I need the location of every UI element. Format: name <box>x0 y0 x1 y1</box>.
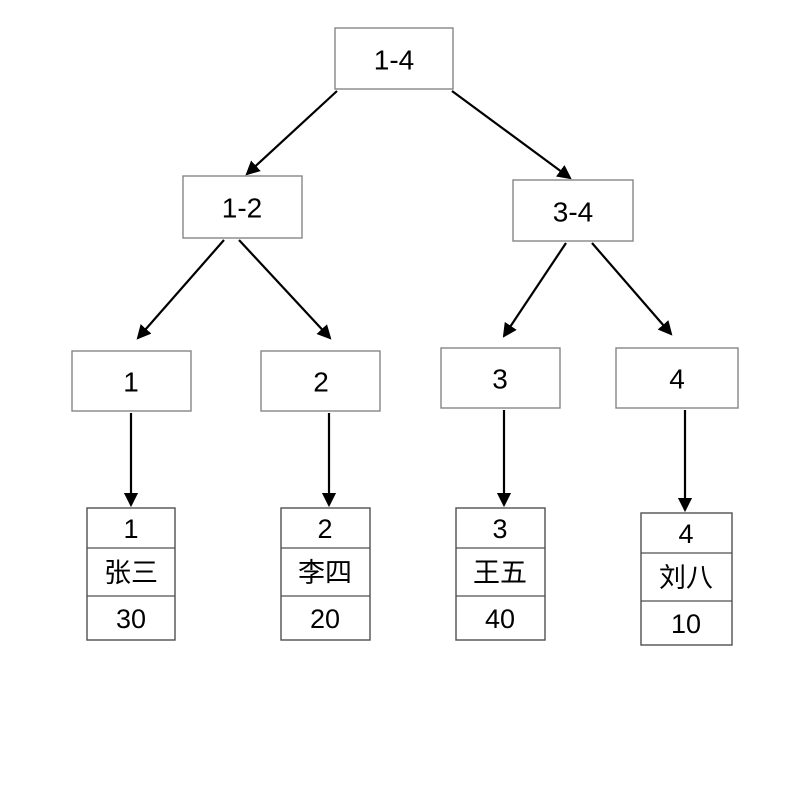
node-box <box>615 347 739 409</box>
node-box <box>440 347 561 409</box>
record-box <box>86 507 176 641</box>
node-3: 3 <box>440 347 561 409</box>
node-label: 4 <box>669 364 685 395</box>
record-name: 刘八 <box>659 563 713 593</box>
record-box <box>455 507 546 641</box>
record-id: 2 <box>317 514 332 544</box>
node-box <box>182 175 303 239</box>
record-value: 10 <box>671 609 701 639</box>
record-id: 1 <box>123 514 138 544</box>
node-box <box>71 350 192 412</box>
edge-root-to-3-4 <box>451 90 572 180</box>
record-name: 李四 <box>298 558 352 588</box>
edge-1-2-to-1 <box>136 239 225 340</box>
record-box <box>640 512 733 646</box>
edge-3-4-to-4 <box>591 242 673 336</box>
node-4: 4 <box>615 347 739 409</box>
record-3: 3 王五 40 <box>455 507 546 641</box>
node-label: 1-2 <box>222 193 262 224</box>
node-label: 1 <box>123 367 139 398</box>
node-box <box>260 350 381 412</box>
edge-root-to-1-2 <box>245 90 338 176</box>
record-id: 3 <box>492 514 507 544</box>
node-1: 1 <box>71 350 192 412</box>
record-id: 4 <box>678 519 693 549</box>
node-1-2: 1-2 <box>182 175 303 239</box>
record-value: 20 <box>310 604 340 634</box>
record-2: 2 李四 20 <box>280 507 371 641</box>
node-label: 3-4 <box>553 197 593 228</box>
record-value: 40 <box>485 604 515 634</box>
record-name: 张三 <box>104 558 158 588</box>
node-label: 1-4 <box>374 45 414 76</box>
node-label: 2 <box>313 367 329 398</box>
record-value: 30 <box>116 604 146 634</box>
record-name: 王五 <box>473 558 527 588</box>
edge-1-2-to-2 <box>238 239 332 340</box>
node-1-4: 1-4 <box>334 27 454 90</box>
node-3-4: 3-4 <box>512 179 634 242</box>
record-box <box>280 507 371 641</box>
edge-3-4-to-3 <box>502 242 567 338</box>
node-label: 3 <box>492 364 508 395</box>
node-2: 2 <box>260 350 381 412</box>
node-box <box>334 27 454 90</box>
node-box <box>512 179 634 242</box>
record-1: 1 张三 30 <box>86 507 176 641</box>
record-4: 4 刘八 10 <box>640 512 733 646</box>
